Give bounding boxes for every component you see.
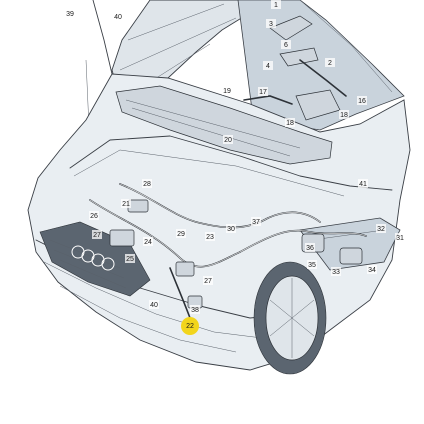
callout-41: 41 [358, 179, 368, 188]
callout-label: 25 [126, 256, 134, 263]
callout-3: 3 [266, 19, 276, 28]
callout-4: 4 [263, 61, 273, 70]
callout-31: 31 [395, 233, 405, 242]
callout-16: 16 [357, 96, 367, 105]
callout-label: 36 [306, 245, 314, 252]
front-wheel [253, 261, 327, 375]
callout-label: 18 [286, 120, 294, 127]
callout-label: 30 [227, 226, 235, 233]
callout-label: 6 [284, 42, 288, 49]
callout-label: 4 [266, 63, 270, 70]
callout-label: 40 [114, 14, 122, 21]
callout-21: 21 [121, 199, 131, 208]
hood-lock-parts [109, 199, 363, 309]
callout-label: 31 [396, 235, 404, 242]
callout-1: 1 [271, 0, 281, 9]
callout-label: 17 [259, 89, 267, 96]
callout-34: 34 [367, 265, 377, 274]
callout-18: 18 [285, 118, 295, 127]
callout-label: 32 [377, 226, 385, 233]
callout-37: 37 [251, 217, 261, 226]
callout-label: 3 [269, 21, 273, 28]
callout-27: 27 [92, 230, 102, 239]
callout-24: 24 [143, 237, 153, 246]
callout-40: 40 [149, 300, 159, 309]
callout-label: 28 [143, 181, 151, 188]
hood-hinge-and-strut [243, 15, 347, 121]
callout-label: 24 [144, 239, 152, 246]
callout-label: 27 [93, 232, 101, 239]
callout-label: 2 [328, 60, 332, 67]
callout-label: 23 [206, 234, 214, 241]
callout-22: 22 [181, 317, 199, 335]
callout-25: 25 [125, 254, 135, 263]
callout-29: 29 [176, 229, 186, 238]
callout-label: 34 [368, 267, 376, 274]
callout-30: 30 [226, 224, 236, 233]
callout-label: 40 [150, 302, 158, 309]
callout-label: 41 [359, 181, 367, 188]
callout-18: 18 [339, 110, 349, 119]
callout-label: 38 [191, 307, 199, 314]
callout-27: 27 [203, 276, 213, 285]
callout-label: 21 [122, 201, 130, 208]
callout-6: 6 [281, 40, 291, 49]
callout-39: 39 [65, 9, 75, 18]
highlight-marker [181, 317, 199, 335]
callout-label: 37 [252, 219, 260, 226]
callout-label: 35 [308, 262, 316, 269]
callout-2: 2 [325, 58, 335, 67]
callout-label: 16 [358, 98, 366, 105]
callout-label: 27 [204, 278, 212, 285]
front-grille [39, 221, 151, 297]
callout-40: 40 [113, 12, 123, 21]
callout-label: 33 [332, 269, 340, 276]
callout-label: 39 [66, 11, 74, 18]
callout-23: 23 [205, 232, 215, 241]
callout-label: 19 [223, 88, 231, 95]
callout-label: 26 [90, 213, 98, 220]
callout-36: 36 [305, 243, 315, 252]
callout-label: 1 [274, 2, 278, 9]
callout-32: 32 [376, 224, 386, 233]
callout-label: 18 [340, 112, 348, 119]
callout-label: 20 [224, 137, 232, 144]
callout-28: 28 [142, 179, 152, 188]
callout-19: 19 [222, 86, 232, 95]
callout-35: 35 [307, 260, 317, 269]
callout-26: 26 [89, 211, 99, 220]
callout-17: 17 [258, 87, 268, 96]
release-cable [89, 183, 367, 319]
callout-20: 20 [223, 135, 233, 144]
callout-38: 38 [190, 305, 200, 314]
callout-label: 22 [186, 323, 194, 330]
callout-33: 33 [331, 267, 341, 276]
callout-label: 29 [177, 231, 185, 238]
